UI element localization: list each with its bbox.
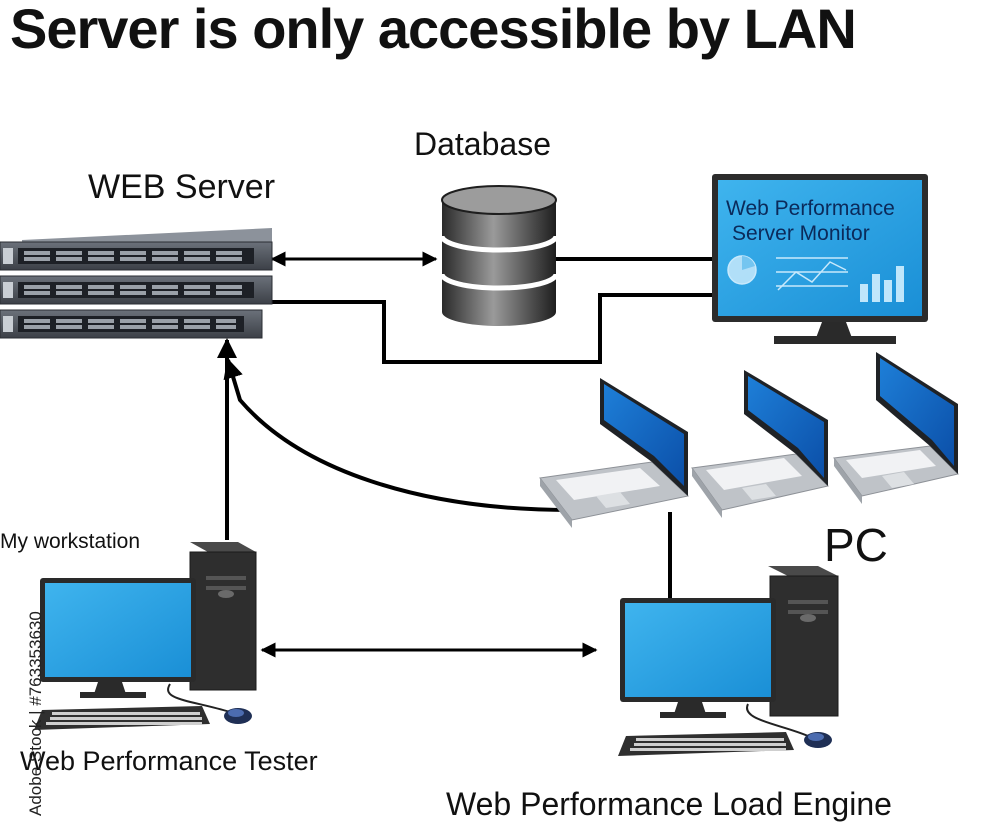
monitor-dashboard-icon xyxy=(712,174,928,344)
server-rack-icon xyxy=(0,228,273,339)
monitor-screen-text: Web Performance Server Monitor xyxy=(726,196,895,246)
diagram-title: Server is only accessible by LAN xyxy=(10,0,857,60)
monitor-line-1: Web Performance xyxy=(726,197,895,220)
laptop-icon xyxy=(833,352,959,504)
pc-label: PC xyxy=(824,519,888,571)
database-label: Database xyxy=(414,126,551,162)
pcs-webserver-link xyxy=(223,358,571,512)
laptop-icon xyxy=(539,378,690,528)
database-cylinder-icon xyxy=(439,185,559,326)
load-engine-caption: Web Performance Load Engine xyxy=(446,786,892,822)
monitor-line-2: Server Monitor xyxy=(732,222,870,245)
desktop-computer-icon xyxy=(34,542,257,730)
workstation-label: My workstation xyxy=(0,530,141,553)
laptop-icon xyxy=(691,370,829,518)
watermark-text: Adobe Stock | #763353630 xyxy=(26,611,45,816)
tester-caption: Web Performance Tester xyxy=(20,746,318,776)
webserver-monitor-link xyxy=(272,293,712,364)
connections xyxy=(217,251,712,658)
web-server-label: WEB Server xyxy=(88,168,276,206)
desktop-computer-icon xyxy=(618,566,839,756)
watermark-credit: Adobe Stock | #763353630 xyxy=(2,590,45,820)
